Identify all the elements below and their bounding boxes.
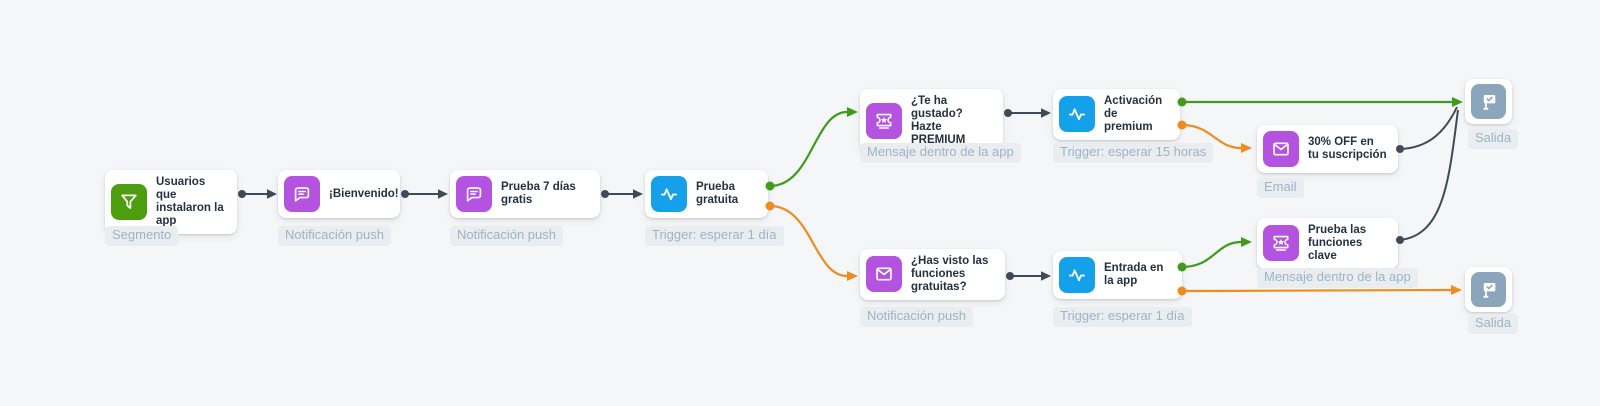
edge-tehagustado-to-activacion	[1004, 108, 1051, 118]
node-title: Prueba gratuita	[696, 181, 739, 206]
node-title: 30% OFF en tu suscripción	[1308, 136, 1387, 161]
filter-icon	[111, 183, 147, 220]
trigger-pulse-icon	[651, 176, 687, 212]
node-title: Prueba las funciones clave	[1308, 224, 1367, 262]
node-tag: Mensaje dentro de la app	[1257, 268, 1418, 288]
node-bienvenido[interactable]: ¡Bienvenido!	[278, 170, 400, 218]
edge-activacion-to-salida-superior	[1177, 97, 1463, 107]
push-chat-icon	[284, 176, 320, 212]
edge-bienvenido-to-prueba7dias	[401, 189, 448, 199]
edge-hasvisto-to-entrada	[1006, 271, 1051, 281]
node-tag: Notificación push	[450, 226, 563, 246]
node-title: Activación de premium	[1104, 95, 1163, 133]
edge-pruebafunciones-to-salida-superior	[1396, 109, 1459, 244]
node-title: Usuarios que instalaron la app	[156, 176, 224, 227]
edge-pruebagratuita-to-tehagustado	[765, 107, 858, 191]
node-segmento-usuarios[interactable]: Usuarios que instalaron la app	[105, 170, 237, 234]
node-te-ha-gustado[interactable]: ¿Te ha gustado? Hazte PREMIUM	[860, 89, 1003, 153]
node-tag: Trigger: esperar 1 día	[1053, 307, 1192, 327]
envelope-icon	[1263, 131, 1299, 167]
edge-usuarios-to-bienvenido	[238, 189, 277, 199]
node-30-off[interactable]: 30% OFF en tu suscripción	[1257, 125, 1398, 173]
node-tag: Notificación push	[278, 226, 391, 246]
node-tag: Mensaje dentro de la app	[860, 143, 1021, 163]
node-tag: Segmento	[105, 226, 179, 246]
node-activacion-premium[interactable]: Activación de premium	[1053, 89, 1180, 140]
in-app-ticket-icon	[1263, 225, 1299, 262]
in-app-ticket-icon	[866, 102, 902, 139]
envelope-icon	[866, 256, 902, 293]
node-prueba-gratuita[interactable]: Prueba gratuita	[645, 170, 768, 218]
exit-flag-icon	[1471, 272, 1506, 307]
node-has-visto-funciones[interactable]: ¿Has visto las funciones gratuitas?	[860, 249, 1005, 300]
node-title: Prueba 7 días gratis	[501, 181, 576, 206]
node-title: ¿Te ha gustado? Hazte PREMIUM	[911, 95, 966, 146]
node-title: Entrada en la app	[1104, 262, 1164, 287]
node-title: ¡Bienvenido!	[329, 187, 399, 200]
node-prueba-funciones-clave[interactable]: Prueba las funciones clave	[1257, 218, 1398, 269]
edge-prueba7dias-to-pruebagratuita	[601, 189, 643, 199]
push-chat-icon	[456, 176, 492, 212]
node-title: ¿Has visto las funciones gratuitas?	[911, 255, 989, 293]
node-tag: Email	[1257, 178, 1304, 198]
edge-entrada-to-pruebafunciones	[1177, 237, 1252, 272]
exit-flag-icon	[1471, 84, 1506, 119]
node-prueba-7-dias[interactable]: Prueba 7 días gratis	[450, 170, 600, 218]
node-tag: Trigger: esperar 15 horas	[1053, 143, 1214, 163]
node-tag: Salida	[1468, 129, 1519, 149]
node-tag: Notificación push	[860, 307, 973, 327]
trigger-pulse-icon	[1059, 96, 1095, 133]
node-salida-inferior[interactable]	[1465, 267, 1512, 312]
edge-30off-to-salida-superior	[1396, 106, 1458, 153]
node-tag: Trigger: esperar 1 día	[645, 226, 784, 246]
node-salida-superior[interactable]	[1465, 79, 1512, 124]
node-entrada-en-la-app[interactable]: Entrada en la app	[1053, 251, 1182, 299]
node-tag: Salida	[1468, 314, 1519, 334]
trigger-pulse-icon	[1059, 257, 1095, 293]
